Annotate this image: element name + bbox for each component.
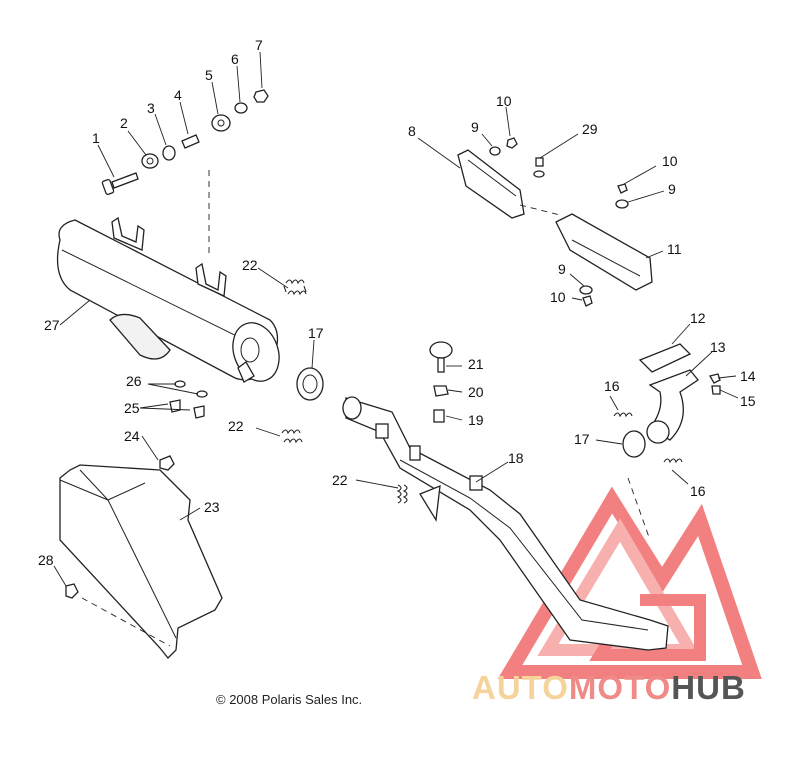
part-10-nut-2: [617, 183, 628, 194]
watermark-moto: MOTO: [568, 669, 672, 706]
part-16-spring: [613, 412, 683, 464]
label-9-b: 9: [668, 181, 676, 197]
part-4-sleeve: [181, 134, 200, 149]
part-14-nut: [709, 373, 721, 384]
label-1: 1: [92, 130, 100, 146]
part-1-bolt: [101, 172, 139, 196]
label-12: 12: [690, 310, 706, 326]
label-18: 18: [508, 450, 524, 466]
part-26-washer: [174, 380, 186, 388]
label-6: 6: [231, 51, 239, 67]
part-19-bolt: [433, 409, 445, 423]
label-26: 26: [126, 373, 142, 389]
part-12-gasket: [638, 343, 692, 373]
part-2-grommet: [141, 153, 159, 169]
part-10-nut: [506, 137, 518, 149]
label-10-a: 10: [496, 93, 512, 109]
part-24-bolt: [159, 455, 175, 471]
part-21-knob: [429, 341, 453, 359]
copyright-notice: © 2008 Polaris Sales Inc.: [216, 692, 363, 707]
label-9-c: 9: [558, 261, 566, 277]
label-22-a: 22: [242, 257, 258, 273]
part-18-header-pipe: [342, 396, 669, 651]
label-16-b: 16: [690, 483, 706, 499]
callout-leaders: [53, 51, 739, 587]
label-22-c: 22: [332, 472, 348, 488]
part-29-bolt: [535, 157, 544, 167]
label-4: 4: [174, 87, 182, 103]
part-6-washer: [234, 102, 248, 114]
label-9-a: 9: [471, 119, 479, 135]
watermark-brand: AUTOMOTOHUB: [472, 669, 746, 707]
label-27: 27: [44, 317, 60, 333]
part-22-spring-middle: [281, 429, 303, 444]
label-5: 5: [205, 67, 213, 83]
label-16-a: 16: [604, 378, 620, 394]
label-25: 25: [124, 400, 140, 416]
watermark-auto: AUTO: [472, 669, 569, 706]
part-13-flange-pipe: [646, 369, 699, 444]
label-14: 14: [740, 368, 756, 384]
label-8: 8: [408, 123, 416, 139]
watermark-hub: HUB: [671, 669, 746, 706]
part-9-washer-2: [615, 199, 629, 209]
label-7: 7: [255, 37, 263, 53]
part-5-grommet: [211, 114, 231, 132]
label-19: 19: [468, 412, 484, 428]
part-23-heat-shield: [59, 464, 223, 659]
part-15-bolt: [711, 385, 721, 395]
part-28-bolt: [65, 583, 79, 599]
callout-numbers: 1 2 3 4 5 6 7 8 9 9 9 10 10 10 11 12 13 …: [38, 37, 756, 568]
label-28: 28: [38, 552, 54, 568]
label-24: 24: [124, 428, 140, 444]
label-15: 15: [740, 393, 756, 409]
part-17-gasket: [296, 367, 324, 401]
label-10-c: 10: [550, 289, 566, 305]
label-17-a: 17: [308, 325, 324, 341]
part-9-washer-3: [579, 285, 593, 295]
part-20-nut: [433, 385, 449, 397]
part-7-nut: [253, 89, 269, 103]
label-10-b: 10: [662, 153, 678, 169]
label-17-b: 17: [574, 431, 590, 447]
label-22-b: 22: [228, 418, 244, 434]
label-13: 13: [710, 339, 726, 355]
part-8-bracket: [457, 149, 525, 219]
label-11: 11: [667, 241, 682, 257]
label-21: 21: [468, 356, 484, 372]
label-20: 20: [468, 384, 484, 400]
label-3: 3: [147, 100, 155, 116]
part-27-muffler: [56, 216, 280, 383]
part-10-nut-3: [582, 295, 593, 307]
part-11-bracket: [555, 213, 653, 291]
part-9-washer: [489, 146, 501, 156]
part-25-grommet: [169, 399, 181, 413]
part-22-spring-upper: [283, 279, 307, 296]
label-2: 2: [120, 115, 128, 131]
label-23: 23: [204, 499, 220, 515]
label-29: 29: [582, 121, 598, 137]
part-3-ring: [162, 145, 176, 161]
part-22-spring-lower: [396, 484, 408, 504]
part-17-gasket-2: [622, 430, 646, 458]
